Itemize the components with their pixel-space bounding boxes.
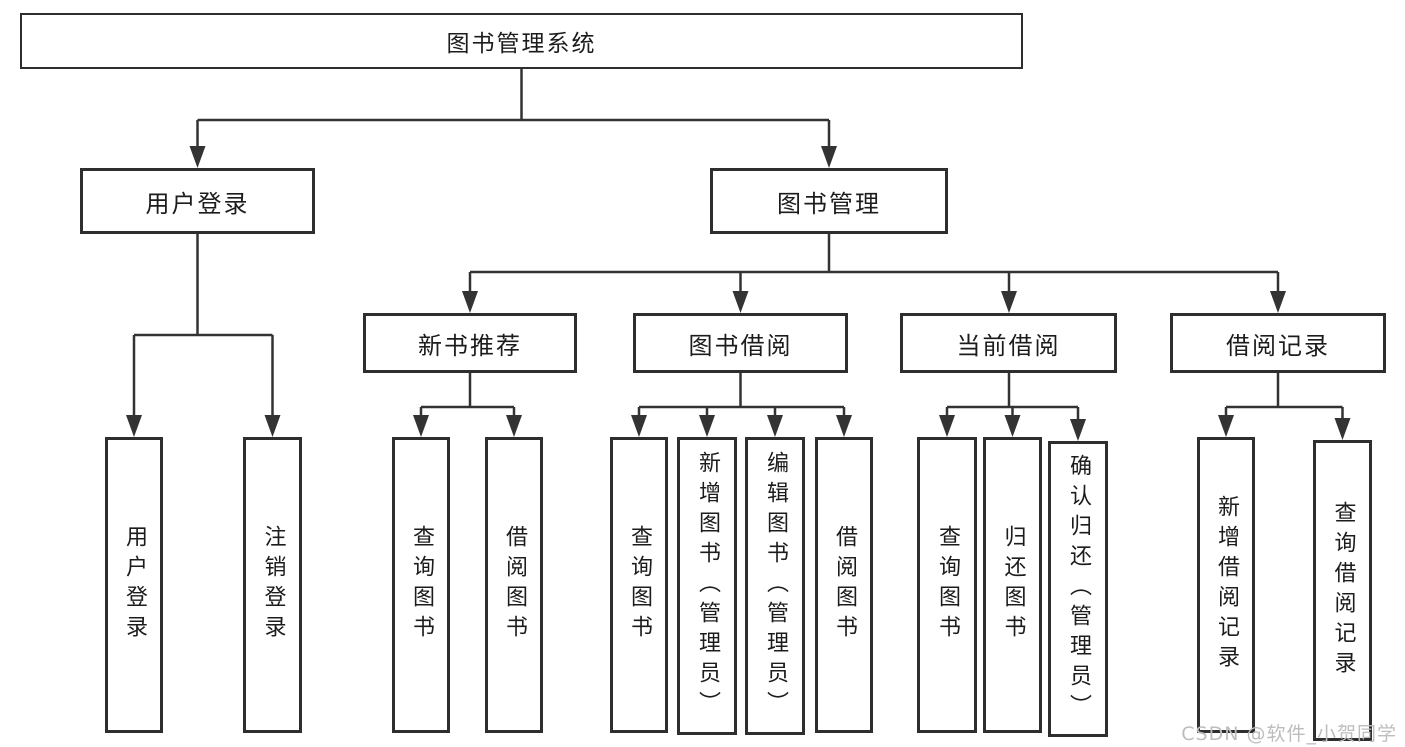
leaf-return-book: 归还图书 bbox=[983, 437, 1042, 733]
leaf-borrow-book-recommend-label: 借阅图书 bbox=[502, 525, 527, 645]
node-book-borrowing: 图书借阅 bbox=[633, 313, 848, 373]
leaf-logout: 注销登录 bbox=[243, 437, 302, 733]
node-current-borrowing-label: 当前借阅 bbox=[956, 331, 1061, 360]
leaf-query-book-borrowing-label: 查询图书 bbox=[627, 525, 652, 645]
node-book-management-label: 图书管理 bbox=[777, 189, 881, 218]
node-new-book-recommend: 新书推荐 bbox=[363, 313, 577, 373]
leaf-add-book-admin-label: 新增图书（管理员） bbox=[695, 451, 720, 721]
leaf-query-borrow-record: 查询借阅记录 bbox=[1313, 440, 1372, 741]
node-borrow-records: 借阅记录 bbox=[1170, 313, 1386, 373]
leaf-return-book-label: 归还图书 bbox=[1000, 525, 1026, 645]
leaf-add-book-admin: 新增图书（管理员） bbox=[677, 437, 737, 735]
leaf-add-borrow-record-label: 新增借阅记录 bbox=[1214, 495, 1239, 675]
leaf-confirm-return-admin: 确认归还（管理员） bbox=[1048, 441, 1108, 737]
leaf-user-login-label: 用户登录 bbox=[122, 525, 147, 645]
leaf-edit-book-admin-label: 编辑图书（管理员） bbox=[763, 451, 788, 721]
leaf-query-book-borrowing: 查询图书 bbox=[610, 437, 668, 733]
leaf-borrow-book-borrowing-label: 借阅图书 bbox=[832, 525, 857, 645]
leaf-confirm-return-admin-label: 确认归还（管理员） bbox=[1066, 454, 1091, 724]
node-borrow-records-label: 借阅记录 bbox=[1226, 331, 1330, 360]
leaf-query-book-recommend-label: 查询图书 bbox=[409, 525, 434, 645]
node-user-login: 用户登录 bbox=[80, 168, 315, 234]
node-book-borrowing-label: 图书借阅 bbox=[688, 331, 793, 360]
leaf-logout-label: 注销登录 bbox=[260, 525, 286, 645]
node-new-book-recommend-label: 新书推荐 bbox=[418, 331, 522, 360]
leaf-query-book-recommend: 查询图书 bbox=[392, 437, 450, 733]
leaf-query-book-current-label: 查询图书 bbox=[935, 525, 960, 645]
csdn-watermark: CSDN @软件_小贺同学 bbox=[1181, 723, 1397, 745]
leaf-query-book-current: 查询图书 bbox=[917, 437, 977, 733]
leaf-edit-book-admin: 编辑图书（管理员） bbox=[745, 437, 805, 735]
node-library-system: 图书管理系统 bbox=[20, 13, 1023, 69]
leaf-query-borrow-record-label: 查询借阅记录 bbox=[1330, 500, 1356, 681]
node-user-login-label: 用户登录 bbox=[145, 189, 250, 218]
node-book-management: 图书管理 bbox=[710, 168, 948, 234]
leaf-add-borrow-record: 新增借阅记录 bbox=[1197, 437, 1255, 733]
node-library-system-label: 图书管理系统 bbox=[446, 31, 597, 57]
leaf-borrow-book-borrowing: 借阅图书 bbox=[815, 437, 873, 733]
leaf-user-login: 用户登录 bbox=[105, 437, 163, 733]
leaf-borrow-book-recommend: 借阅图书 bbox=[485, 437, 543, 733]
node-current-borrowing: 当前借阅 bbox=[900, 313, 1117, 373]
